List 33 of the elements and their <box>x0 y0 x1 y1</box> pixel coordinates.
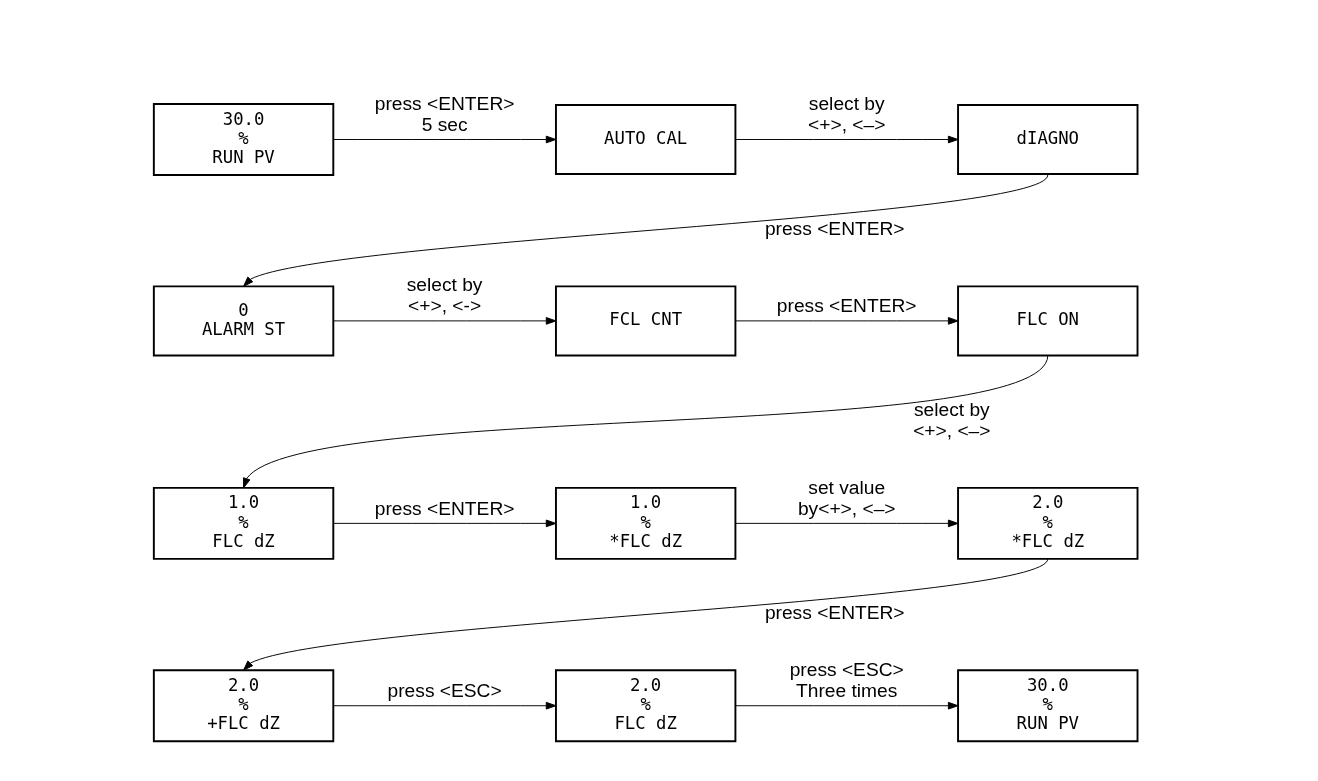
edge-label: set value by<+>, <–> <box>797 476 896 519</box>
arrow <box>734 519 958 528</box>
node-box: 30.0 % RUN PV <box>152 103 334 176</box>
node-box: 2.0 % +FLC dZ <box>152 669 334 743</box>
edge-label: press <ENTER> 5 sec <box>374 92 514 135</box>
node-box: AUTO CAL <box>554 104 736 175</box>
arrow <box>332 701 556 710</box>
node-box: 1.0 % *FLC dZ <box>554 486 736 560</box>
node-box: dIAGNO <box>956 104 1138 175</box>
node-box: 2.0 % *FLC dZ <box>956 486 1138 560</box>
arrow <box>242 174 1048 287</box>
arrow <box>734 701 958 710</box>
edge-label: press <ENTER> <box>764 602 905 624</box>
arrow <box>242 558 1048 671</box>
arrow <box>734 317 958 325</box>
node-box: 0 ALARM ST <box>152 285 334 357</box>
edge-label: press <ENTER> <box>764 218 905 240</box>
edge-label: select by <+>, <-> <box>406 274 482 317</box>
arrow <box>332 317 556 325</box>
node-box: 1.0 % FLC dZ <box>152 486 334 560</box>
arrow <box>734 135 958 144</box>
edge-label: select by <+>, <–> <box>807 92 885 135</box>
edge-label: press <ESC> Three times <box>789 658 904 702</box>
node-box: FLC ON <box>956 285 1138 357</box>
arrow <box>332 135 556 144</box>
edge-label: press <ENTER> <box>776 295 917 317</box>
edge-label: press <ESC> <box>387 680 502 702</box>
node-box: 2.0 % FLC dZ <box>554 669 736 743</box>
edge-label: press <ENTER> <box>374 497 514 519</box>
node-box: 30.0 % RUN PV <box>956 669 1138 743</box>
arrow <box>332 519 556 528</box>
edge-label: select by <+>, <–> <box>912 398 990 442</box>
node-box: FCL CNT <box>554 285 736 357</box>
